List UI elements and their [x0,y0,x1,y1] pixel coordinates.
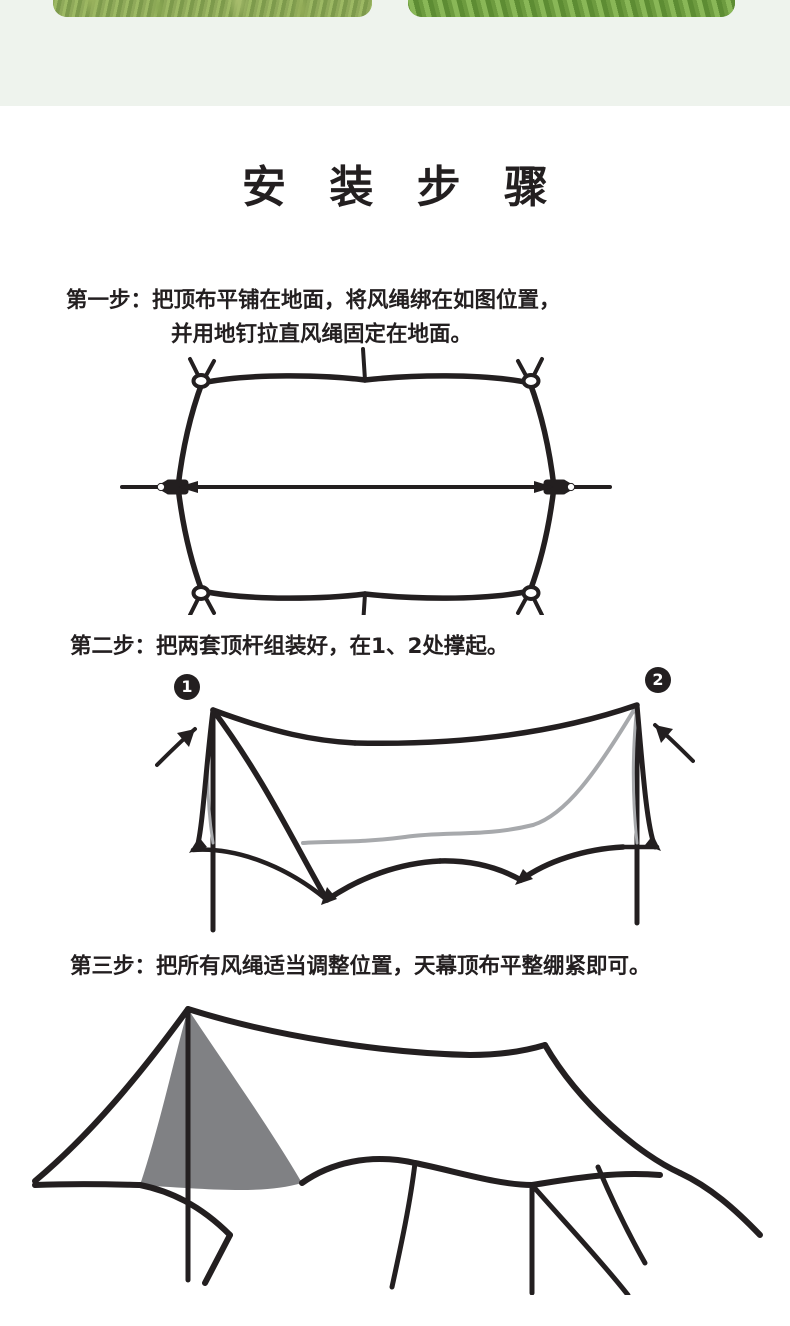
step-2-caption: 第二步：把两套顶杆组装好，在1、2处撑起。 [70,634,509,659]
step-3-caption: 第三步：把所有风绳适当调整位置，天幕顶布平整绷紧即可。 [70,954,651,979]
tarp-poles-raised-diagram: 1 2 [155,665,695,940]
tarp-finished-perspective-svg [32,1006,763,1295]
pole-marker-2-label: 2 [652,670,663,689]
canopy-shade-panel [140,1009,302,1190]
step-1-line-2: 并用地钉拉直风绳固定在地面。 [171,321,473,347]
step-1-caption: 第一步：把顶布平铺在地面，将风绳绑在如图位置， 并用地钉拉直风绳固定在地面。 [66,251,561,384]
pole-marker-1-label: 1 [181,677,192,696]
left-line-tensioner [155,479,189,495]
page-title: 安 装 步 骤 [242,162,562,213]
pole-marker-2: 2 [645,667,671,693]
right-line-tensioner [543,479,577,495]
tarp-poles-raised-svg: 1 2 [155,667,695,933]
tarp-finished-perspective-diagram [20,995,770,1295]
top-photo-banner [0,0,790,106]
grass-photo-left-image [53,0,372,17]
step-1-line-1: 第一步：把顶布平铺在地面，将风绳绑在如图位置， [66,288,561,314]
grass-photo-left [53,0,372,17]
tarp-flat-layout-svg [120,347,612,615]
grass-photo-right-image [408,0,735,17]
grass-photo-right [408,0,735,17]
pole-marker-1: 1 [174,674,200,700]
tarp-flat-layout-diagram [120,335,670,615]
